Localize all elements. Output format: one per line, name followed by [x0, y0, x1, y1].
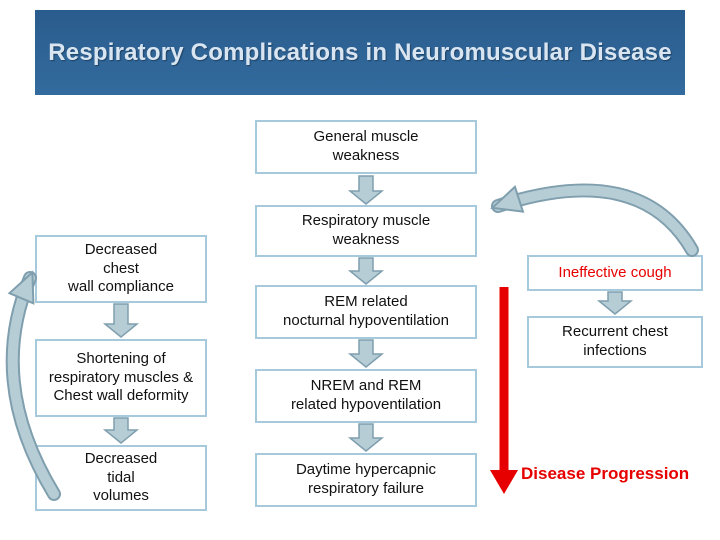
- disease-progression-label: Disease Progression: [521, 464, 690, 483]
- flow-box-decreased-chest-wall-compliance: Decreased chest wall compliance: [35, 235, 207, 303]
- slide-title: Respiratory Complications in Neuromuscul…: [48, 38, 672, 66]
- title-banner: Respiratory Complications in Neuromuscul…: [35, 10, 685, 95]
- flow-box-nrem-rem-hypoventilation: NREM and REM related hypoventilation: [255, 369, 477, 423]
- flow-box-decreased-tidal-volumes: Decreased tidal volumes: [35, 445, 207, 511]
- down-arrow-center-1: [347, 175, 385, 205]
- down-arrow-left-2: [102, 417, 140, 444]
- down-arrow-right-1: [596, 291, 634, 315]
- flow-box-respiratory-muscle-weakness: Respiratory muscle weakness: [255, 205, 477, 257]
- down-arrow-center-4: [347, 423, 385, 452]
- down-arrow-center-2: [347, 257, 385, 285]
- flow-box-general-muscle-weakness: General muscle weakness: [255, 120, 477, 174]
- flow-box-rem-nocturnal-hypoventilation: REM related nocturnal hypoventilation: [255, 285, 477, 339]
- down-arrow-center-3: [347, 339, 385, 368]
- flow-box-recurrent-chest-infections: Recurrent chest infections: [527, 316, 703, 368]
- right-cough-curved-arrow: [490, 183, 699, 257]
- flow-box-daytime-hypercapnic-failure: Daytime hypercapnic respiratory failure: [255, 453, 477, 507]
- flow-box-ineffective-cough: Ineffective cough: [527, 255, 703, 291]
- flow-box-shortening-respiratory-muscles: Shortening of respiratory muscles & Ches…: [35, 339, 207, 417]
- disease-progression-arrow: [490, 287, 518, 494]
- down-arrow-left-1: [102, 303, 140, 338]
